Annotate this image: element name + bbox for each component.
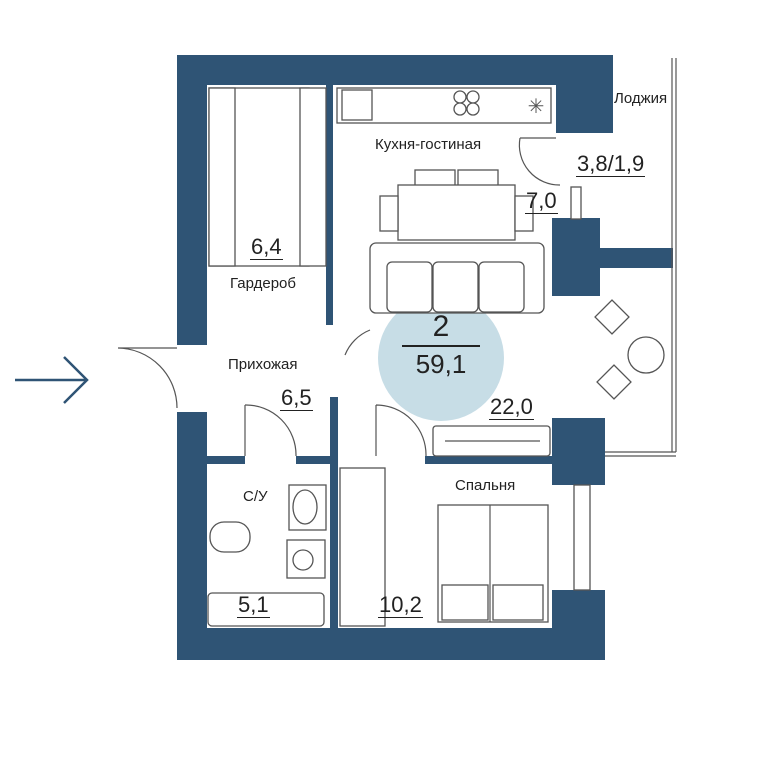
doors <box>117 137 561 457</box>
hallway-area: 6,5 <box>280 385 313 411</box>
loggia-area: 3,8/1,9 <box>576 151 646 177</box>
windows <box>570 58 677 591</box>
svg-text:✳: ✳ <box>528 96 545 118</box>
furniture: ✳ <box>207 87 665 627</box>
loggia-label: Лоджия <box>614 90 668 107</box>
hallway-label: Прихожая <box>228 356 298 373</box>
living-area: 22,0 <box>489 394 534 420</box>
bedroom-label: Спальня <box>455 477 516 494</box>
area-badge-circle <box>378 295 504 421</box>
kitchen-label: Кухня-гостиная <box>375 136 482 153</box>
wardrobe-label: Гардероб <box>230 275 296 292</box>
wardrobe-area: 6,4 <box>250 234 283 260</box>
rooms-count: 2 <box>432 310 450 343</box>
bedroom-area: 10,2 <box>378 592 423 618</box>
total-area: 59,1 <box>415 349 467 379</box>
apartment-summary-badge: 2 59,1 <box>378 304 504 412</box>
badge-divider <box>402 345 480 347</box>
kitchen-area: 7,0 <box>525 188 558 214</box>
entrance-arrow-icon <box>15 356 89 404</box>
bathroom-area: 5,1 <box>237 592 270 618</box>
walls <box>177 55 673 660</box>
bathroom-label: С/У <box>243 488 268 505</box>
